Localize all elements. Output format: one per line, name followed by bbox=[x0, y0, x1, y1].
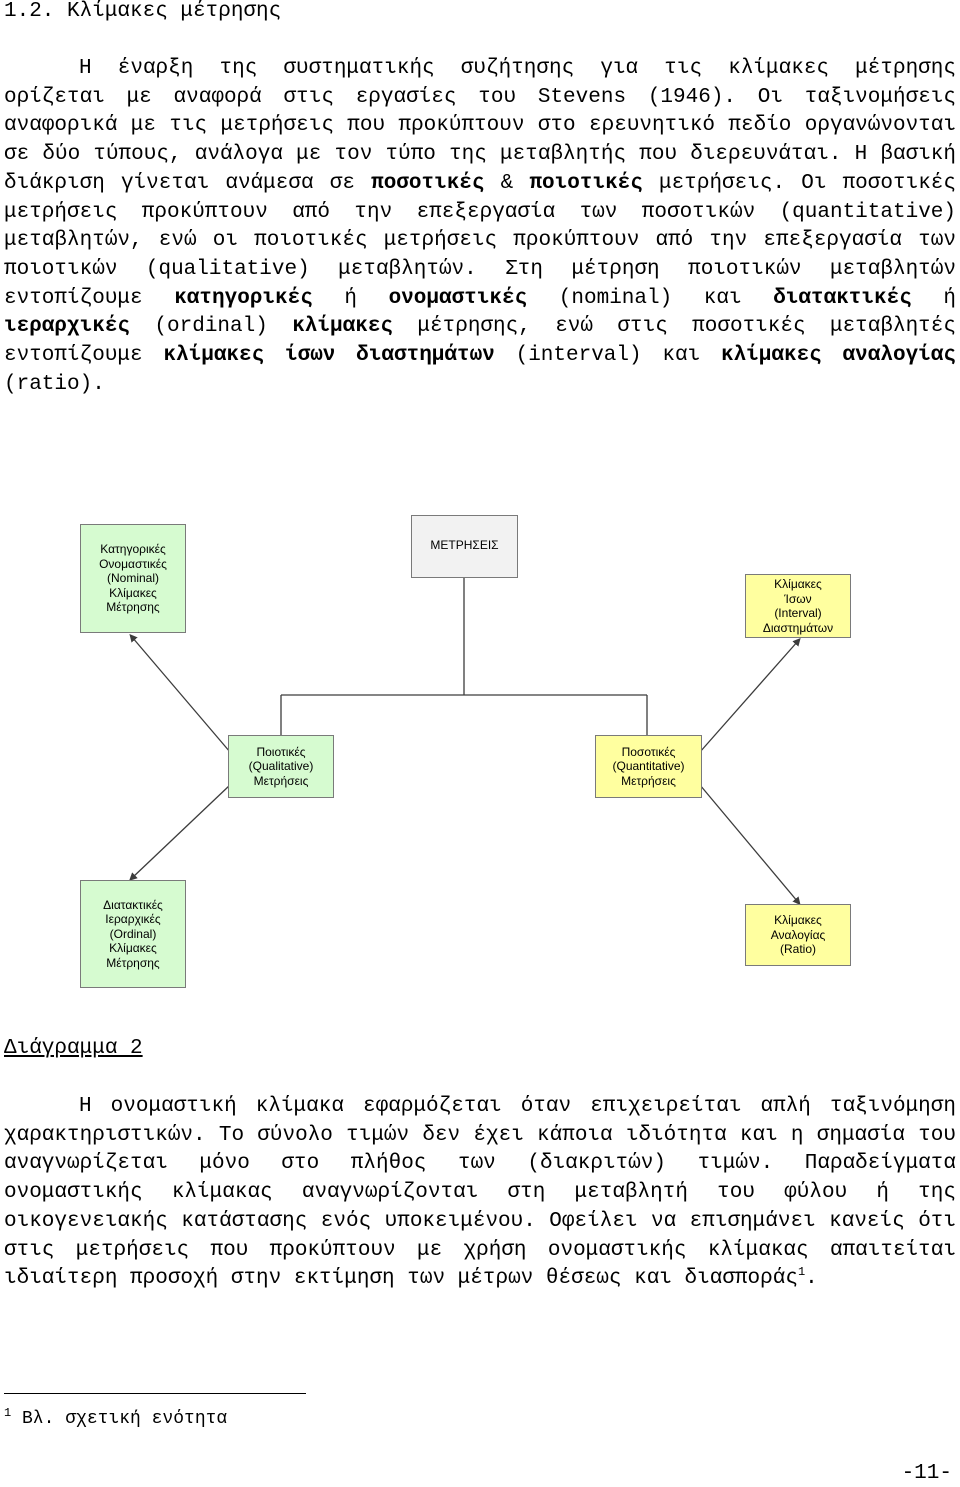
footnote: 1 Βλ. σχετική ενότητα bbox=[4, 1406, 228, 1429]
footnote-marker: 1 bbox=[4, 1406, 12, 1420]
arrow-to-nominal bbox=[129, 633, 231, 753]
term-quantitative: ποσοτικές bbox=[371, 171, 485, 195]
term-ordinal: διατακτικές bbox=[773, 286, 912, 310]
node-interval-scales: Κλίμακες Ίσων (Interval) Διαστημάτων bbox=[745, 574, 851, 638]
node-nominal-scales: Κατηγορικές Ονομαστικές (Nominal) Κλίμακ… bbox=[80, 524, 186, 633]
arrow-to-ratio bbox=[699, 784, 801, 906]
footnote-ref[interactable]: 1 bbox=[797, 1265, 806, 1280]
term-categorical: κατηγορικές bbox=[174, 286, 313, 310]
page-number: -11- bbox=[901, 1462, 952, 1485]
node-ordinal-scales: Διατακτικές Ιεραρχικές (Ordinal) Κλίμακε… bbox=[80, 880, 186, 988]
node-quantitative-measurements: Ποσοτικές (Quantitative) Μετρήσεις bbox=[595, 735, 702, 798]
nominal-scale-paragraph: Η ονομαστική κλίμακα εφαρμόζεται όταν επ… bbox=[4, 1095, 956, 1291]
term-nominal: ονομαστικές bbox=[388, 286, 528, 310]
node-ratio-scales: Κλίμακες Αναλογίας (Ratio) bbox=[745, 904, 851, 966]
intro-paragraph: Η έναρξη της συστηματικής συζήτησης για … bbox=[4, 57, 957, 396]
node-qualitative-measurements: Ποιοτικές (Qualitative) Μετρήσεις bbox=[228, 735, 334, 798]
diagram-caption: Διάγραμμα 2 bbox=[4, 1037, 143, 1060]
term-hierarchical: ιεραρχικές bbox=[4, 315, 131, 339]
term-ratio-scales: κλίμακες αναλογίας bbox=[720, 344, 956, 368]
term-qualitative: ποιοτικές bbox=[529, 171, 643, 195]
term-scales: κλίμακες bbox=[292, 315, 394, 339]
arrow-to-ordinal bbox=[129, 784, 231, 881]
arrow-to-interval bbox=[699, 638, 801, 753]
footnote-separator bbox=[4, 1393, 306, 1394]
term-interval-scales: κλίμακες ίσων διαστημάτων bbox=[163, 344, 495, 368]
section-heading: 1.2. Κλίμακες μέτρησης bbox=[4, 0, 282, 23]
node-measurements: ΜΕΤΡΗΣΕΙΣ bbox=[411, 515, 518, 578]
